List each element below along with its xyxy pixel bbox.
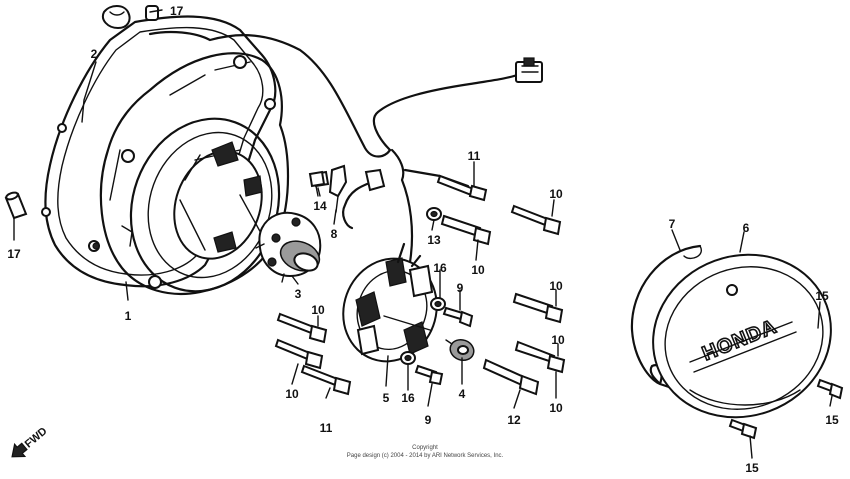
callout-17-top[interactable]: 17 [170,4,184,18]
bolt-part-11-upper[interactable] [436,174,488,202]
callout-17-left[interactable]: 17 [7,247,21,261]
callout-10-d[interactable]: 10 [311,303,325,317]
callout-labels: 17 2 1 17 3 14 8 11 10 13 10 16 9 10 10 … [7,4,839,475]
callout-9-a[interactable]: 9 [457,281,464,295]
callout-6[interactable]: 6 [743,221,750,235]
callout-13[interactable]: 13 [427,233,441,247]
callout-10-f[interactable]: 10 [549,401,563,415]
callout-5[interactable]: 5 [383,391,390,405]
bolt-part-9-a[interactable] [442,306,474,328]
callout-10-c[interactable]: 10 [549,279,563,293]
bolt-part-9-b[interactable] [414,364,444,386]
callout-15-c[interactable]: 15 [745,461,759,475]
copyright-line-2: Page design (c) 2004 - 2014 by ARI Netwo… [347,453,504,459]
bolt-part-12[interactable] [482,358,540,396]
callout-15-a[interactable]: 15 [815,289,829,303]
callout-16-a[interactable]: 16 [433,261,447,275]
bolt-part-10-d[interactable] [514,340,566,374]
callout-16-b[interactable]: 16 [401,391,415,405]
callout-11-upper[interactable]: 11 [468,149,481,163]
gasket-part-2[interactable] [41,15,277,288]
callout-10-g[interactable]: 10 [551,333,565,347]
bolt-part-10-f[interactable] [274,338,324,370]
callout-1[interactable]: 1 [125,309,132,323]
bolt-part-11-lower[interactable] [300,364,352,396]
stator-part-5[interactable] [329,242,451,375]
callout-15-b[interactable]: 15 [825,413,839,427]
washer-part-13[interactable] [426,207,442,221]
forward-direction-arrow: FWD [11,425,50,458]
callout-2[interactable]: 2 [91,47,98,61]
copyright-line-1: Copyright [412,445,438,451]
callout-3[interactable]: 3 [295,287,302,301]
callout-12[interactable]: 12 [507,413,521,427]
callout-4[interactable]: 4 [459,387,466,401]
callout-9-b[interactable]: 9 [425,413,432,427]
crankcase-cover-part-1[interactable] [99,52,303,312]
grommet-part-17-top[interactable] [102,5,159,30]
callout-10-e[interactable]: 10 [285,387,299,401]
alternator-cover-part-6[interactable]: HONDA [630,230,850,442]
wire-clamp-part-8[interactable] [328,164,348,213]
bolt-part-15-c[interactable] [728,418,758,440]
direction-label: FWD [23,425,50,450]
callout-7[interactable]: 7 [669,217,676,231]
clip-part-14[interactable] [308,170,326,197]
callout-8[interactable]: 8 [331,227,338,241]
callout-10-a[interactable]: 10 [549,187,563,201]
bolt-part-10-c[interactable] [512,292,564,324]
dowel-pin-part-17[interactable] [4,191,28,220]
callout-14[interactable]: 14 [313,199,327,213]
bolt-part-10-e[interactable] [276,312,328,344]
bolt-part-10-a[interactable] [440,214,492,246]
copyright-notice: Copyright Page design (c) 2004 - 2014 by… [347,445,504,459]
bolt-part-15-b[interactable] [816,378,844,400]
bolt-part-10-b[interactable] [510,204,562,236]
leader-lines [13,9,833,459]
callout-11-lower[interactable]: 11 [320,421,333,435]
rotor-part-3[interactable] [255,211,324,283]
pulser-part-4[interactable] [445,336,477,363]
callout-10-b[interactable]: 10 [471,263,485,277]
